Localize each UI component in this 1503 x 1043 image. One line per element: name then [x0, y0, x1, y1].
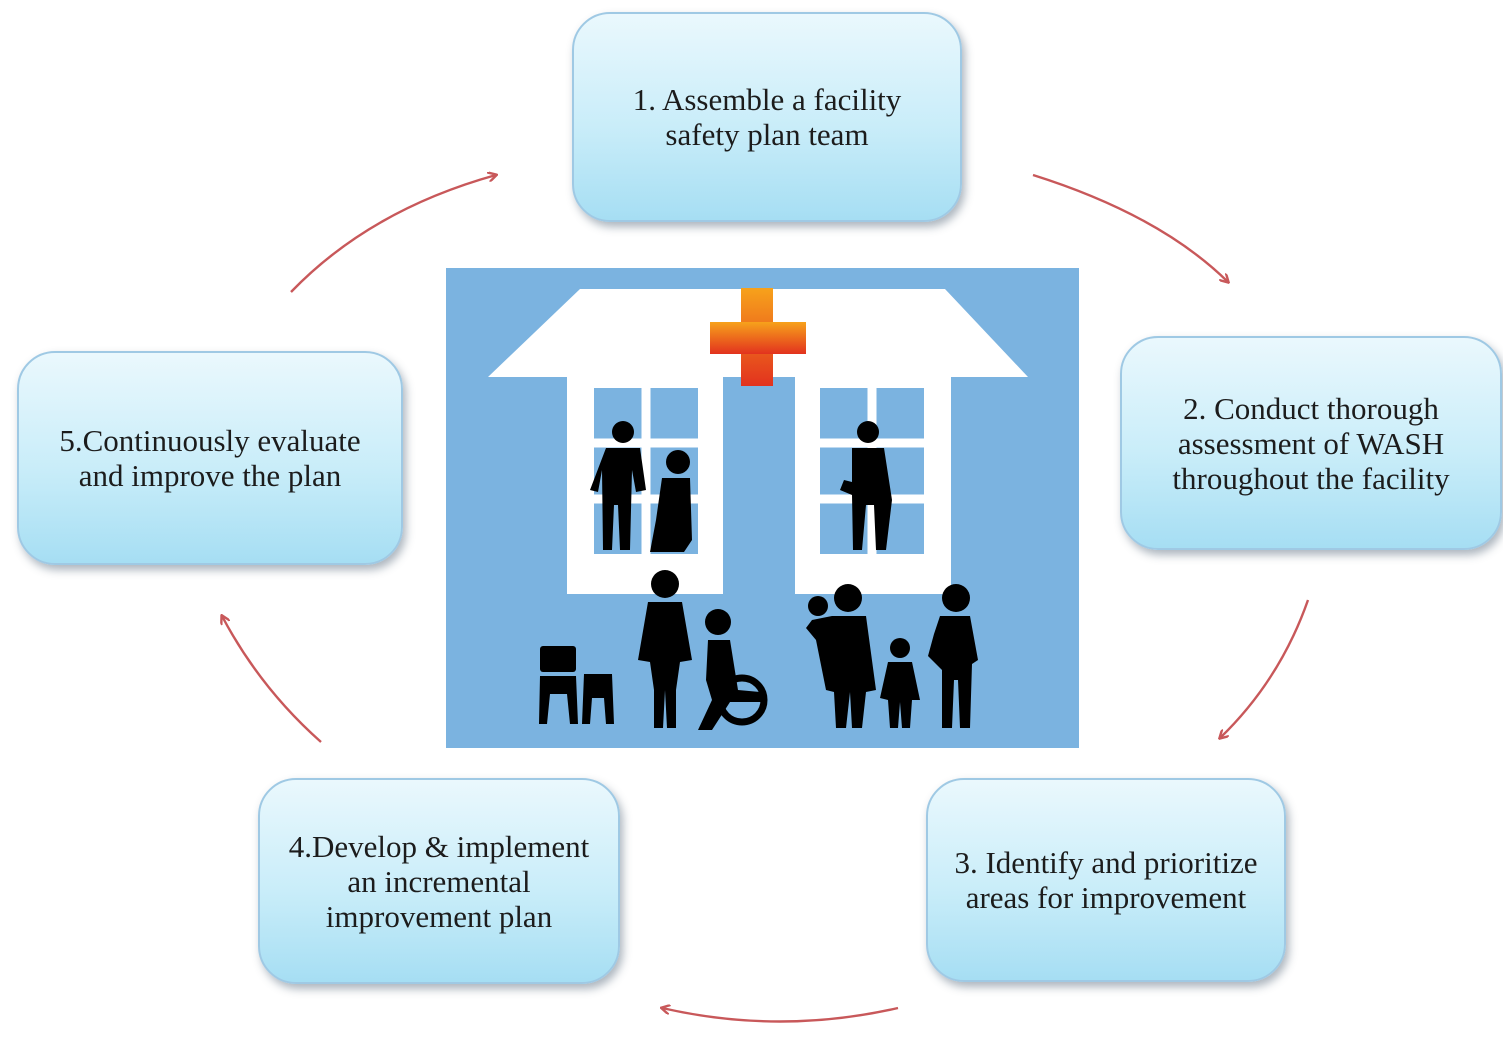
arrow-2-to-3	[1220, 599, 1310, 738]
step-2-label: 2. Conduct thorough assessment of WASH t…	[1172, 390, 1450, 496]
step-1-box: 1. Assemble a facility safety plan team	[572, 12, 962, 222]
pregnant-woman-icon	[928, 584, 978, 728]
step-5-label: 5.Continuously evaluate and improve the …	[59, 423, 361, 493]
family-icon	[806, 584, 920, 728]
arrow-1-to-2	[1032, 173, 1228, 282]
step-1-label: 1. Assemble a facility safety plan team	[632, 82, 902, 152]
water-container-icon	[539, 646, 614, 724]
cycle-arrows	[222, 173, 1310, 1023]
step-4-label: 4.Develop & implement an incremental imp…	[288, 828, 590, 934]
patient-icon	[650, 450, 692, 552]
arrow-3-to-4	[662, 1008, 899, 1023]
arrow-5-to-1	[290, 175, 496, 293]
medical-cross-icon	[710, 288, 806, 386]
arrow-4-to-5	[222, 616, 322, 743]
facility-illustration	[446, 268, 1079, 748]
step-3-box: 3. Identify and prioritize areas for imp…	[926, 778, 1286, 982]
doctor-icon	[840, 421, 892, 550]
step-5-box: 5.Continuously evaluate and improve the …	[17, 351, 403, 565]
step-2-box: 2. Conduct thorough assessment of WASH t…	[1120, 336, 1502, 550]
doctor-icon	[590, 421, 646, 550]
step-3-label: 3. Identify and prioritize areas for imp…	[954, 845, 1258, 915]
step-4-box: 4.Develop & implement an incremental imp…	[258, 778, 620, 984]
wheelchair-user-icon	[698, 609, 768, 730]
nurse-icon	[638, 570, 692, 728]
